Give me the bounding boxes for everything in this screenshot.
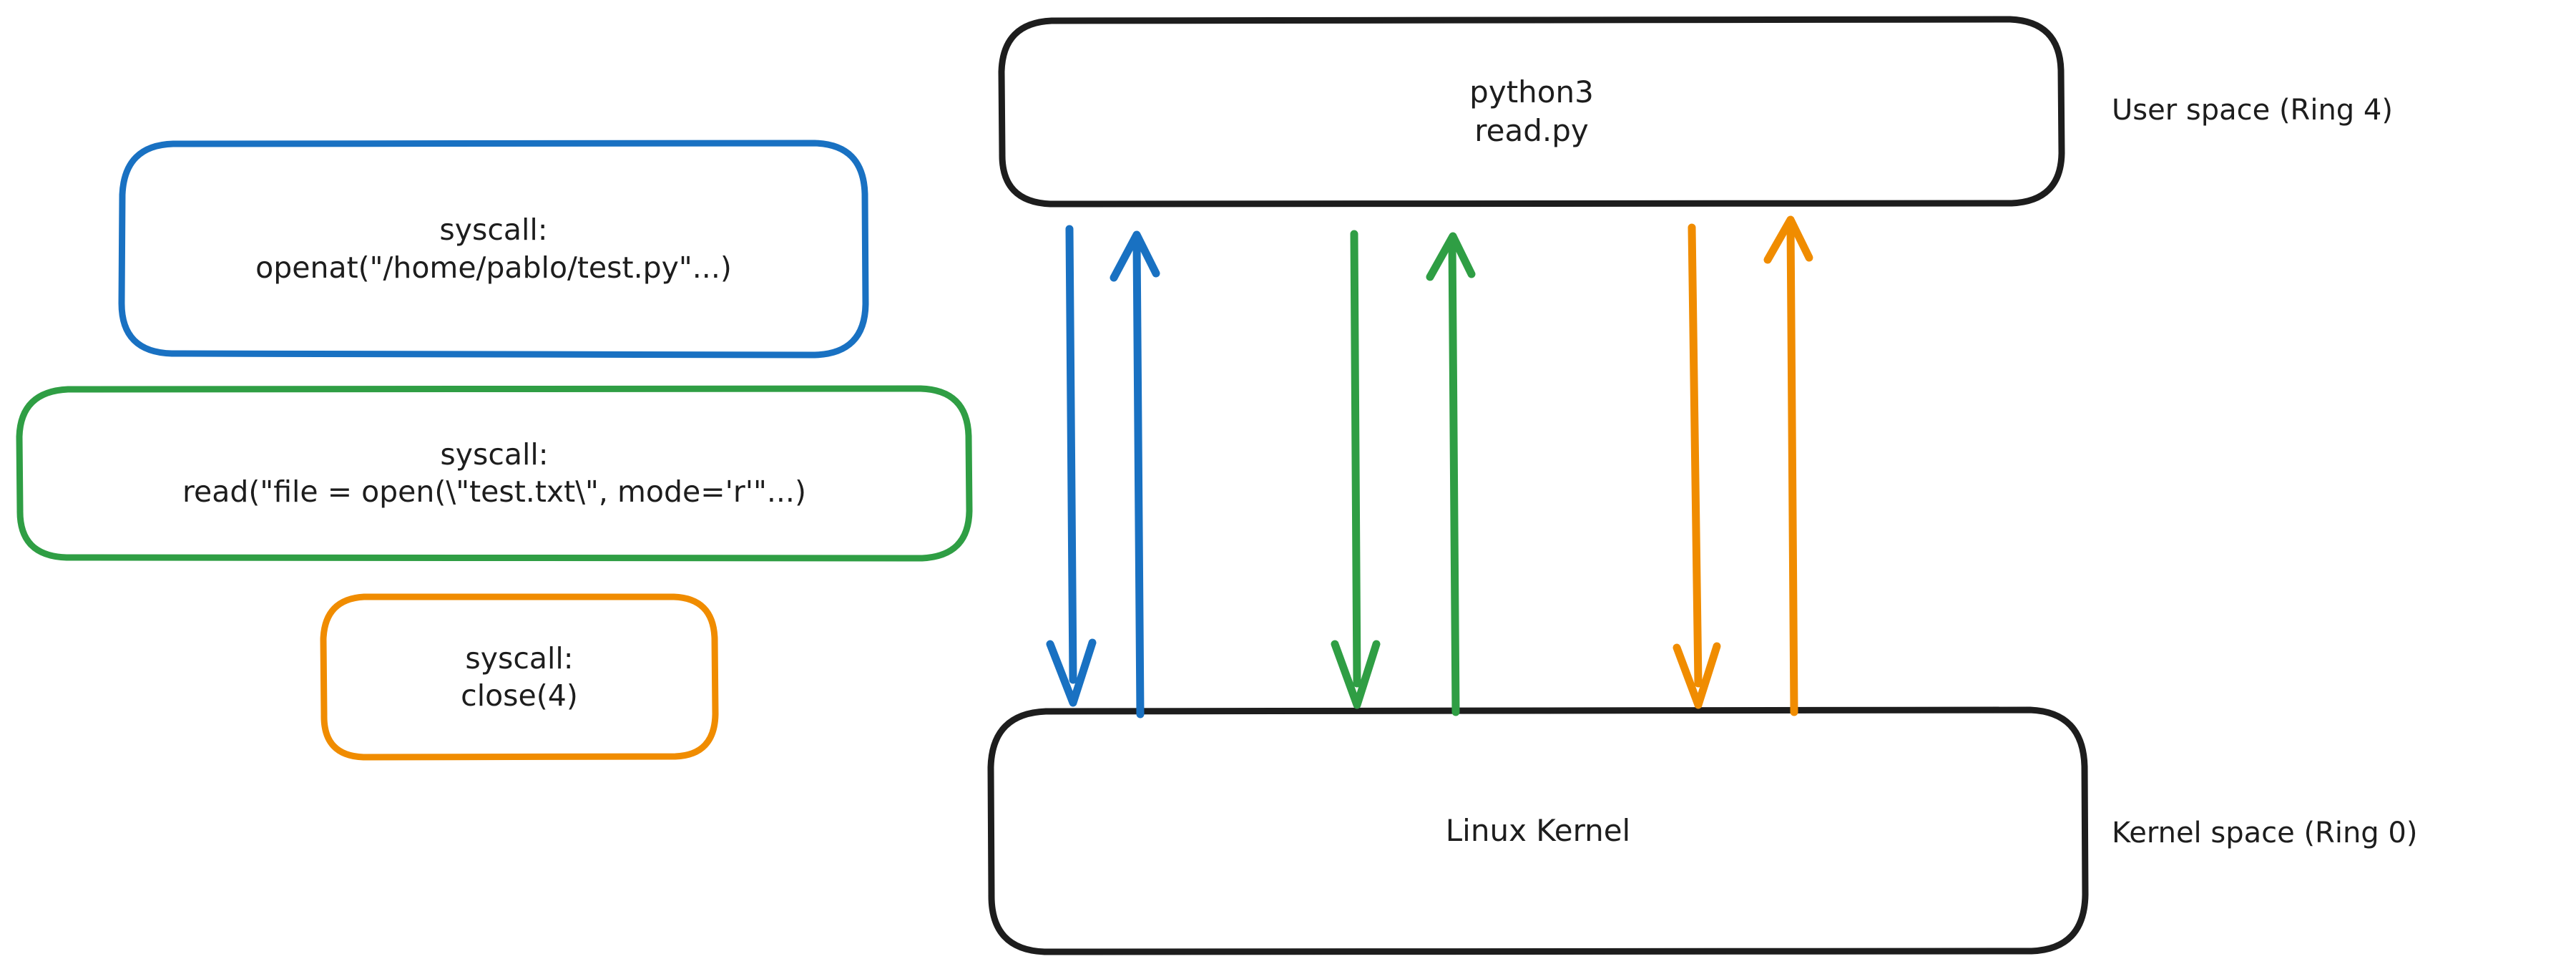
arrow-openat-down — [1046, 225, 1097, 707]
arrow-read-down-head — [1331, 640, 1381, 709]
syscall-box-openat[interactable] — [118, 140, 869, 359]
arrow-read-down-shaft — [1350, 230, 1361, 688]
process-box-outline — [998, 16, 2065, 208]
arrow-close-up-head — [1763, 215, 1813, 264]
process-box-python3[interactable] — [998, 16, 2065, 208]
kernel-box-outline — [987, 706, 2089, 955]
syscall-box-close[interactable] — [320, 593, 719, 761]
arrow-close-down-head — [1673, 642, 1721, 709]
arrow-openat-up-shaft — [1132, 238, 1145, 719]
arrow-openat-down-head — [1046, 638, 1097, 707]
syscall-box-read[interactable] — [16, 385, 973, 562]
kernel-space-label: Kernel space (Ring 0) — [2112, 817, 2418, 849]
arrow-close-down — [1673, 223, 1721, 709]
arrow-read-up — [1426, 232, 1476, 716]
arrow-close-up — [1763, 215, 1813, 716]
arrow-read-up-shaft — [1448, 238, 1460, 716]
arrow-openat-up — [1110, 230, 1160, 719]
user-space-label: User space (Ring 4) — [2112, 94, 2393, 127]
arrow-openat-up-head — [1110, 230, 1160, 282]
kernel-box-linux[interactable] — [987, 706, 2089, 955]
arrow-read-up-head — [1426, 232, 1476, 281]
syscall-box-close-outline — [320, 593, 719, 761]
syscall-box-openat-outline — [118, 140, 869, 359]
arrow-openat-down-shaft — [1065, 225, 1077, 684]
syscall-box-read-outline — [16, 385, 973, 562]
arrow-read-down — [1331, 230, 1381, 709]
arrow-close-down-shaft — [1688, 223, 1703, 688]
arrow-close-up-shaft — [1786, 221, 1798, 716]
